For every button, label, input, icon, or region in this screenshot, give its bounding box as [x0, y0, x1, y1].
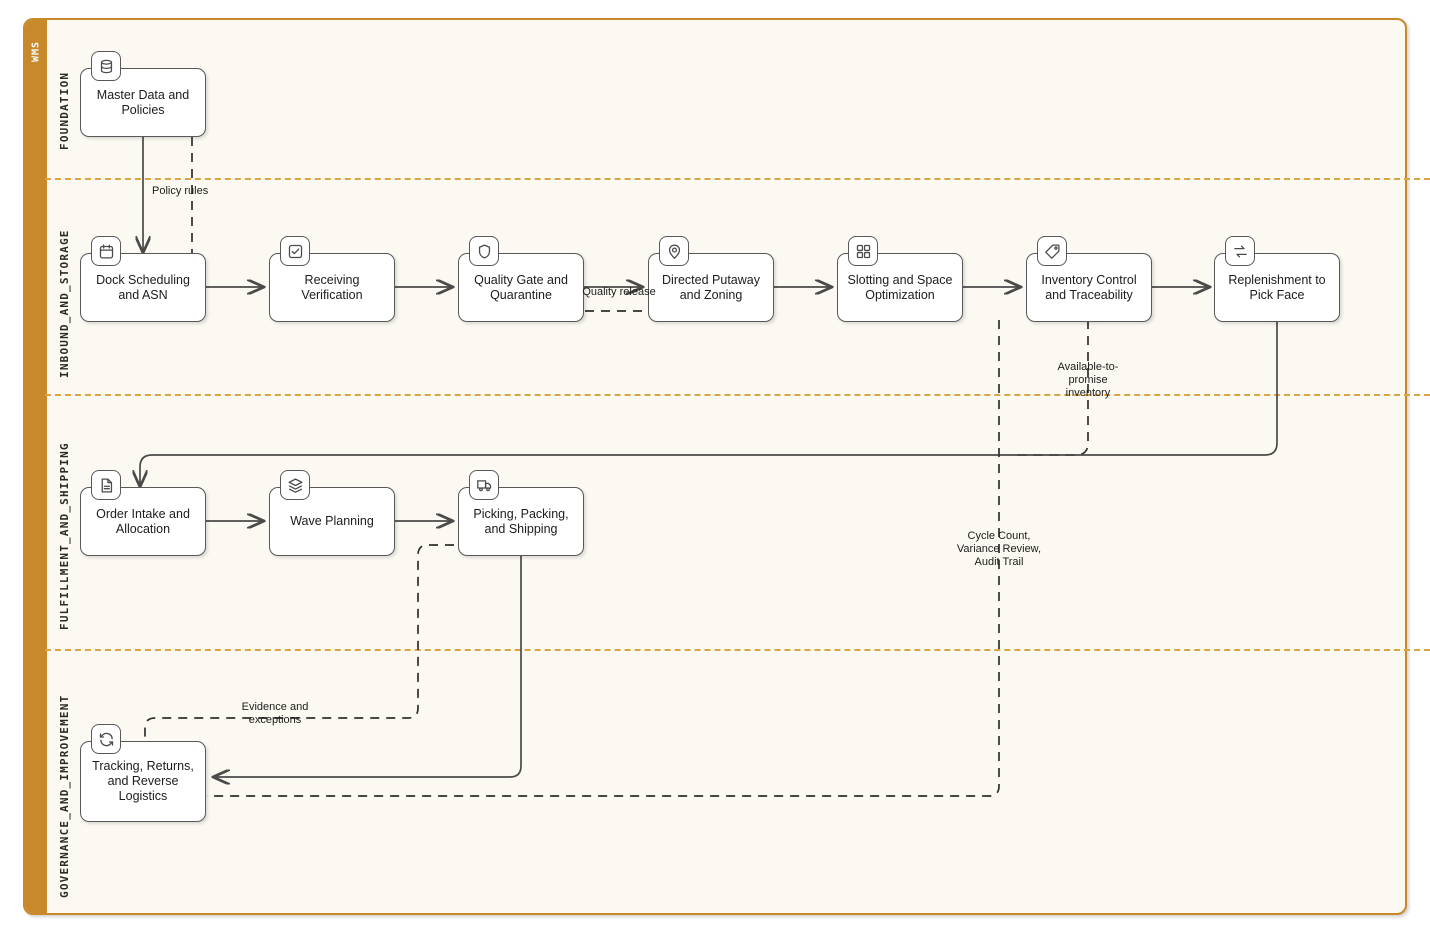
node-label: Replenishment to Pick Face: [1228, 272, 1326, 302]
node-receiving-verification[interactable]: Receiving Verification: [269, 236, 395, 322]
node-order-intake[interactable]: Order Intake and Allocation: [80, 470, 206, 556]
swap-icon: [1225, 236, 1255, 266]
truck-icon: [469, 470, 499, 500]
layers-icon: [280, 470, 310, 500]
tag-icon: [1037, 236, 1067, 266]
node-label: Order Intake and Allocation: [96, 506, 190, 536]
pool-title: WMS: [30, 40, 42, 63]
map-pin-icon: [659, 236, 689, 266]
node-label: Wave Planning: [290, 514, 374, 528]
check-square-icon: [280, 236, 310, 266]
database-icon: [91, 51, 121, 81]
node-picking-packing-shipping[interactable]: Picking, Packing, and Shipping: [458, 470, 584, 556]
node-replenishment[interactable]: Replenishment to Pick Face: [1214, 236, 1340, 322]
node-label: Picking, Packing, and Shipping: [473, 506, 569, 536]
node-dock-scheduling[interactable]: Dock Scheduling and ASN: [80, 236, 206, 322]
node-wave-planning[interactable]: Wave Planning: [269, 470, 395, 556]
refresh-icon: [91, 724, 121, 754]
lane-label-foundation: FOUNDATION: [58, 71, 71, 150]
node-label: Quality Gate and Quarantine: [474, 272, 568, 302]
node-inventory-control[interactable]: Inventory Control and Traceability: [1026, 236, 1152, 322]
lane-divider-2: [45, 394, 1430, 396]
pool-wms: WMS: [23, 18, 1407, 915]
node-label: Receiving Verification: [301, 272, 363, 302]
node-label: Inventory Control and Traceability: [1041, 272, 1137, 302]
node-quality-gate[interactable]: Quality Gate and Quarantine: [458, 236, 584, 322]
pool-header-band: WMS: [25, 20, 47, 913]
node-label: Dock Scheduling and ASN: [96, 272, 190, 302]
node-label: Directed Putaway and Zoning: [662, 272, 760, 302]
node-master-data[interactable]: Master Data and Policies: [80, 51, 206, 137]
lane-label-fulfillment: FULFILLMENT_AND_SHIPPING: [58, 442, 71, 630]
document-icon: [91, 470, 121, 500]
lane-divider-1: [45, 178, 1430, 180]
node-directed-putaway[interactable]: Directed Putaway and Zoning: [648, 236, 774, 322]
node-label: Master Data and Policies: [96, 87, 190, 117]
lane-divider-3: [45, 649, 1430, 651]
node-slotting-optimization[interactable]: Slotting and Space Optimization: [837, 236, 963, 322]
shield-icon: [469, 236, 499, 266]
node-label: Slotting and Space Optimization: [847, 272, 953, 302]
calendar-icon: [91, 236, 121, 266]
node-tracking-returns[interactable]: Tracking, Returns, and Reverse Logistics: [80, 724, 206, 822]
lane-label-governance: GOVERNANCE_AND_IMPROVEMENT: [58, 694, 71, 898]
lane-label-inbound: INBOUND_AND_STORAGE: [58, 229, 71, 378]
grid-icon: [848, 236, 878, 266]
node-label: Tracking, Returns, and Reverse Logistics: [92, 759, 194, 803]
